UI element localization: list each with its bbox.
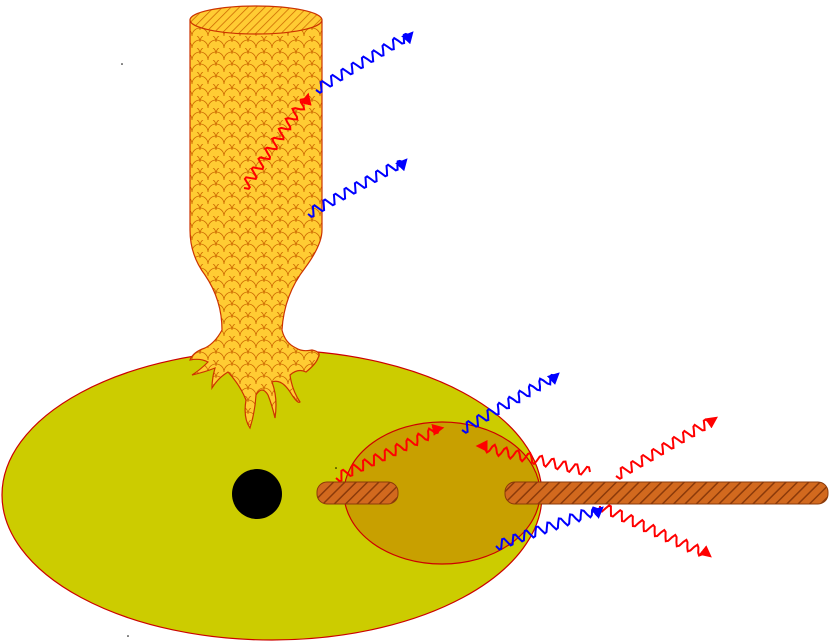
- blue-wavy-arrow: [307, 158, 408, 218]
- dot-mark: [335, 467, 337, 469]
- axon-long-segment: [504, 481, 829, 505]
- red-wavy-arrow: [335, 423, 445, 483]
- red-wavy-arrow: [243, 92, 312, 190]
- blue-wavy-arrow: [315, 31, 414, 94]
- dendrite-top-cap: [189, 5, 323, 35]
- nucleus: [232, 469, 282, 519]
- dot-mark: [121, 63, 123, 65]
- red-wavy-arrow: [599, 504, 712, 558]
- signal-arrows: [243, 31, 718, 558]
- red-wavy-arrow: [475, 440, 591, 476]
- axon-short-segment: [316, 481, 399, 505]
- blue-wavy-arrow: [495, 506, 604, 551]
- dot-mark: [127, 635, 129, 637]
- blue-wavy-arrow: [461, 372, 560, 434]
- dendrite-trunk: [189, 19, 323, 430]
- red-wavy-arrow: [615, 416, 718, 480]
